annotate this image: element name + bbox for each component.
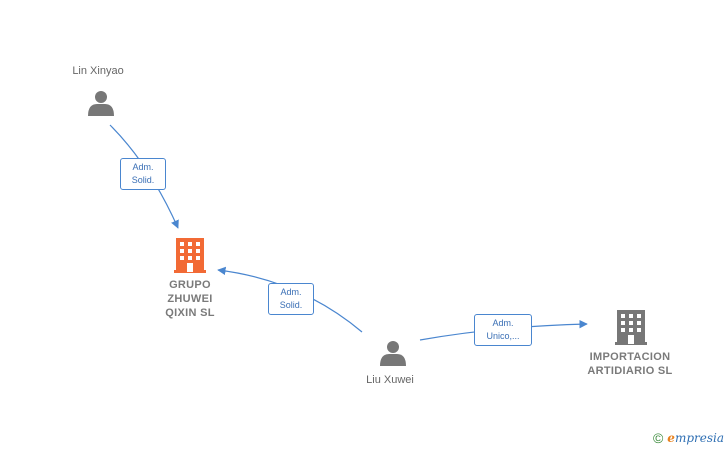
building-icon[interactable] xyxy=(174,238,206,273)
brand-initial: e xyxy=(667,431,675,445)
edge-label-liu-grupo: Adm. Solid. xyxy=(268,283,314,315)
building-icon[interactable] xyxy=(615,310,647,345)
edge-label-lin-grupo: Adm. Solid. xyxy=(120,158,166,190)
edge-label-liu-importacion: Adm. Unico,... xyxy=(474,314,532,346)
brand-logo: © empresia xyxy=(653,430,724,446)
brand-name: mpresia xyxy=(674,431,724,445)
company-name-grupo[interactable]: GRUPO ZHUWEI QIXIN SL xyxy=(165,279,215,319)
copyright-symbol: © xyxy=(652,430,664,446)
person-name-liu[interactable]: Liu Xuwei xyxy=(366,374,414,386)
company-name-importacion[interactable]: IMPORTACION ARTIDIARIO SL xyxy=(587,351,673,377)
person-icon[interactable] xyxy=(88,91,114,116)
person-icon[interactable] xyxy=(380,341,406,366)
person-name-lin[interactable]: Lin Xinyao xyxy=(72,65,124,77)
